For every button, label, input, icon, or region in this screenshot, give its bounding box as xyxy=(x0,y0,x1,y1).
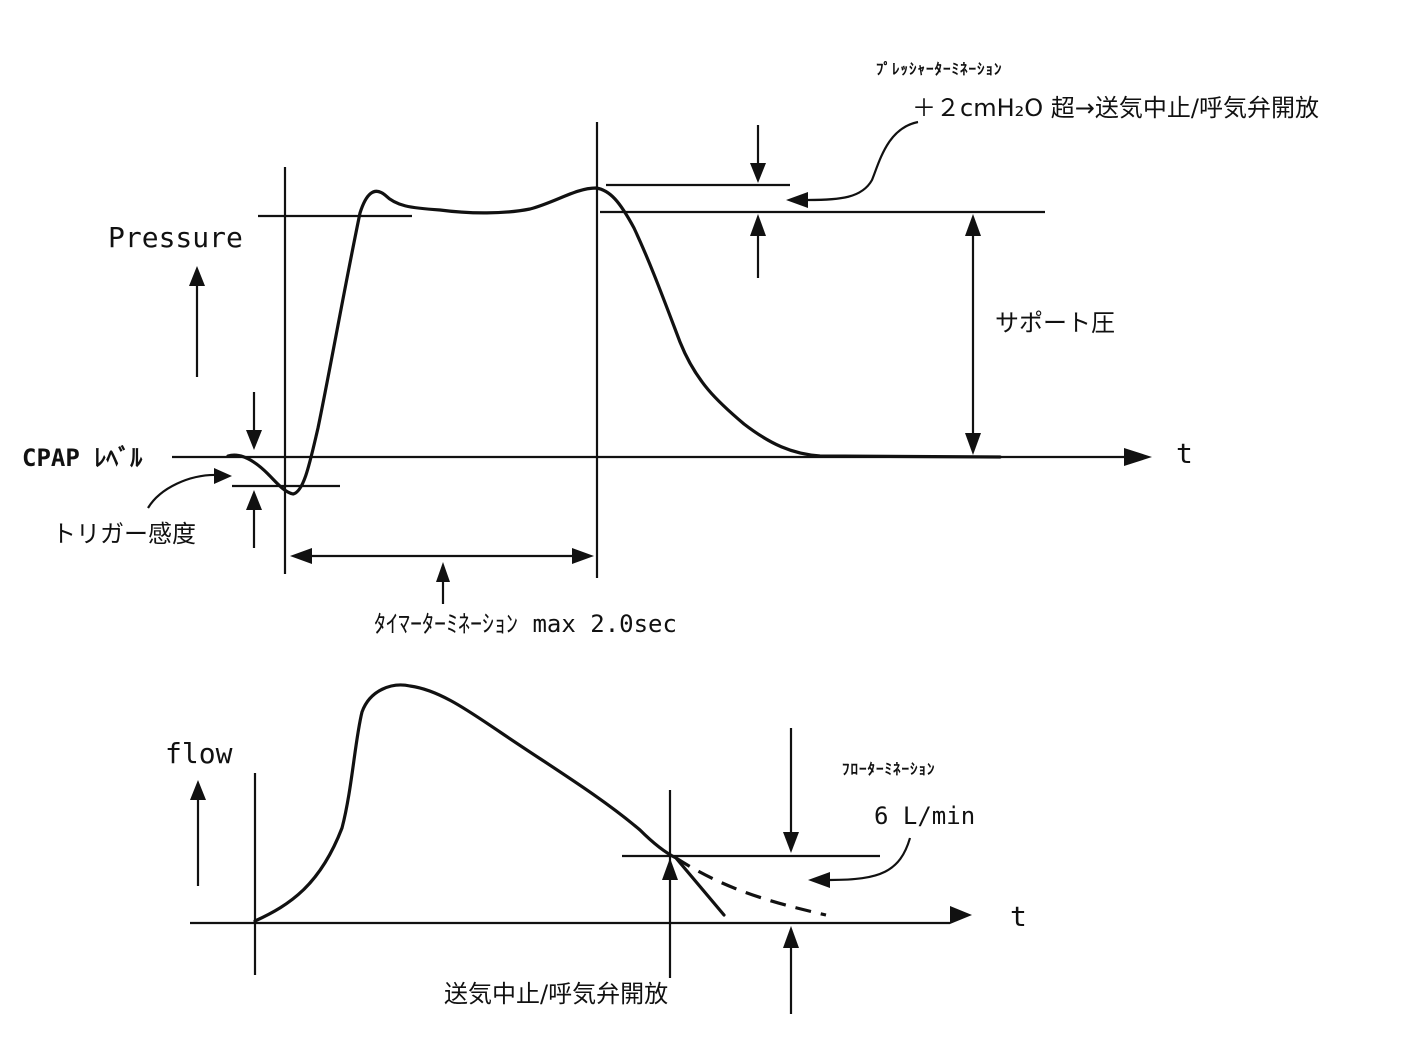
flow-waveform xyxy=(253,683,726,923)
flow-dashed-continuation xyxy=(675,856,827,917)
pressure-axis-arrowhead xyxy=(189,266,205,286)
pressure-termination-rule: ＋２cmH₂O 超→送気中止/呼気弁開放 xyxy=(912,94,1319,122)
valve-open-label: 送気中止/呼気弁開放 xyxy=(444,980,669,1008)
trigger-label-pointer xyxy=(147,473,219,509)
pressure-panel xyxy=(147,120,1152,604)
flow-termination-pointer xyxy=(829,837,912,882)
pressure-termination-title: ﾌﾟﾚｯｼｬｰﾀｰﾐﾈｰｼｮﾝ xyxy=(876,60,1003,78)
timer-termination-label: ﾀｲﾏｰﾀｰﾐﾈｰｼｮﾝ max 2.0sec xyxy=(374,610,677,638)
trigger-sensitivity-label: トリガー感度 xyxy=(52,520,196,548)
flow-termination-value: 6 L/min xyxy=(874,802,976,830)
pressure-time-axis-arrowhead xyxy=(1124,448,1152,466)
flow-panel xyxy=(190,683,972,1014)
flow-axis-label: flow xyxy=(165,737,233,770)
cpap-level-label: CPAP ﾚﾍﾞﾙ xyxy=(22,444,143,472)
flow-termination-title: ﾌﾛｰﾀｰﾐﾈｰｼｮﾝ xyxy=(842,760,936,778)
pressure-waveform xyxy=(226,186,1002,496)
pressure-axis-label: Pressure xyxy=(108,221,243,254)
flow-axis-arrowhead xyxy=(190,780,206,800)
flow-time-label: t xyxy=(1010,900,1027,933)
support-pressure-label: サポート圧 xyxy=(995,309,1115,337)
pressure-termination-pointer xyxy=(807,120,919,202)
flow-termination-up-arrowhead xyxy=(662,858,678,880)
pressure-time-label: t xyxy=(1176,437,1193,470)
